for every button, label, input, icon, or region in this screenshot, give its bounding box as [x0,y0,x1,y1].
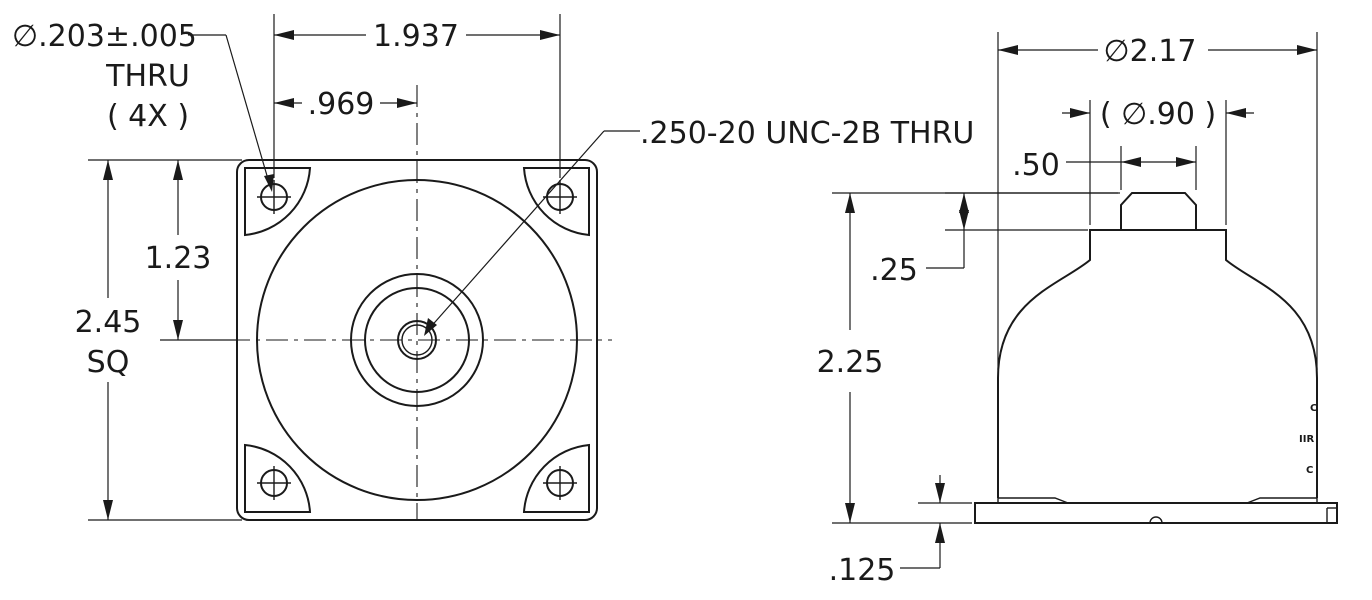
stud [1120,192,1197,230]
dimension-969-label: .969 [308,87,375,122]
mounting-hole-top-right [543,180,577,214]
mounting-hole-top-left [257,180,291,214]
dimension-245-label: 2.45 [75,305,142,340]
dimension-969 [274,98,417,108]
dimension-217 [997,32,1318,370]
dimension-1937 [273,14,561,178]
dimension-217-label: ∅2.17 [1104,34,1197,69]
dimension-0125-label: .125 [829,553,896,588]
dome-body [997,229,1318,498]
dimension-090-label: ( ∅.90 ) [1100,97,1216,132]
thread-callout-label: .250-20 UNC-2B THRU [640,116,974,151]
mounting-hole-bottom-left [257,466,291,500]
base-lip [997,497,1318,504]
base-plate [974,502,1338,524]
hole-callout-qty: ( 4X ) [107,99,189,134]
hole-callout-diameter: ∅.203±.005 [12,19,197,54]
dimension-050-label: .50 [1012,148,1060,183]
dimension-123-label: 1.23 [145,241,212,276]
dimension-225 [832,192,1118,524]
dimension-050 [1066,146,1197,190]
hole-callout-leader [188,34,274,192]
dimension-225-label: 2.25 [817,345,884,380]
front-view: 1.937 .969 ∅.203±.005 THRU ( 4X ) .250-2… [12,14,974,521]
side-mark-3: C [1306,465,1313,476]
dimension-0125 [900,475,972,569]
dimension-245-suffix: SQ [87,345,130,380]
base-notch [1149,516,1163,524]
dimension-123 [160,160,237,341]
dimension-245 [88,159,242,521]
mounting-hole-bottom-right [543,466,577,500]
thread-callout-leader [424,130,640,336]
dimension-025-label: .25 [870,253,918,288]
corner-pad-bottom-right [522,443,590,513]
corner-pad-bottom-left [244,443,312,513]
side-view: C IIR C ∅2.17 ( ∅.90 ) [817,32,1338,588]
dimension-1937-label: 1.937 [373,19,459,54]
side-mark-1: C [1310,403,1317,414]
corner-pad-top-left [244,167,312,237]
hole-callout-thru: THRU [105,59,190,94]
corner-pad-top-right [522,167,590,237]
side-mark-2: IIR [1299,434,1314,445]
